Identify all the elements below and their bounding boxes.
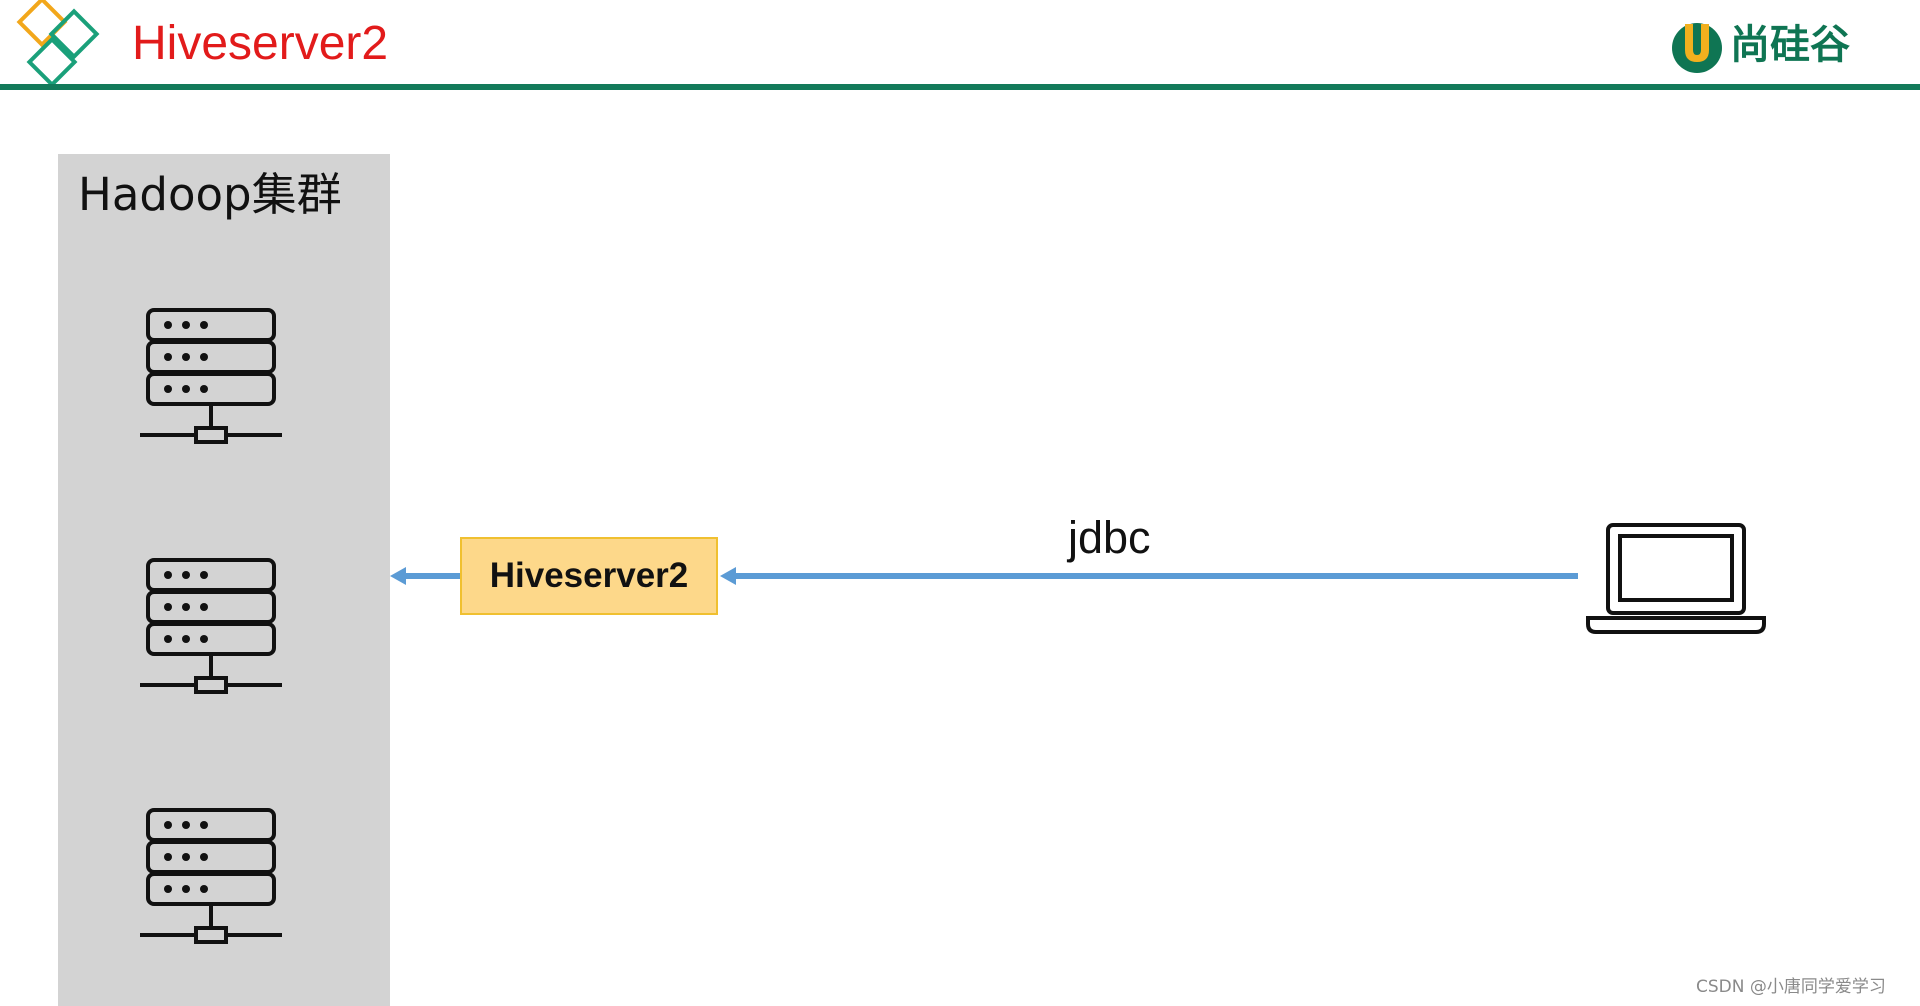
brand-name: 尚硅谷 xyxy=(1730,22,1850,68)
hiveserver2-node: Hiveserver2 xyxy=(460,537,718,615)
brand-logo: 尚硅谷 xyxy=(1670,16,1885,76)
server-rack-icon xyxy=(140,808,282,944)
hiveserver2-label: Hiveserver2 xyxy=(489,556,689,595)
laptop-icon xyxy=(1586,523,1766,634)
watermark: CSDN @小唐同学爱学习 xyxy=(1696,977,1886,997)
jdbc-label: jdbc xyxy=(1068,512,1151,563)
diamond-logo-icon xyxy=(16,0,100,86)
hadoop-cluster-panel: Hadoop集群 xyxy=(58,154,390,1006)
cluster-arrowhead-icon xyxy=(390,567,406,585)
u-brand-icon xyxy=(1672,23,1722,73)
jdbc-arrowhead-icon xyxy=(720,567,736,585)
header-divider xyxy=(0,84,1920,90)
server-rack-icon xyxy=(140,308,282,444)
server-rack-icon xyxy=(140,558,282,694)
cluster-title: Hadoop集群 xyxy=(78,168,342,221)
page-title: Hiveserver2 xyxy=(132,17,389,70)
